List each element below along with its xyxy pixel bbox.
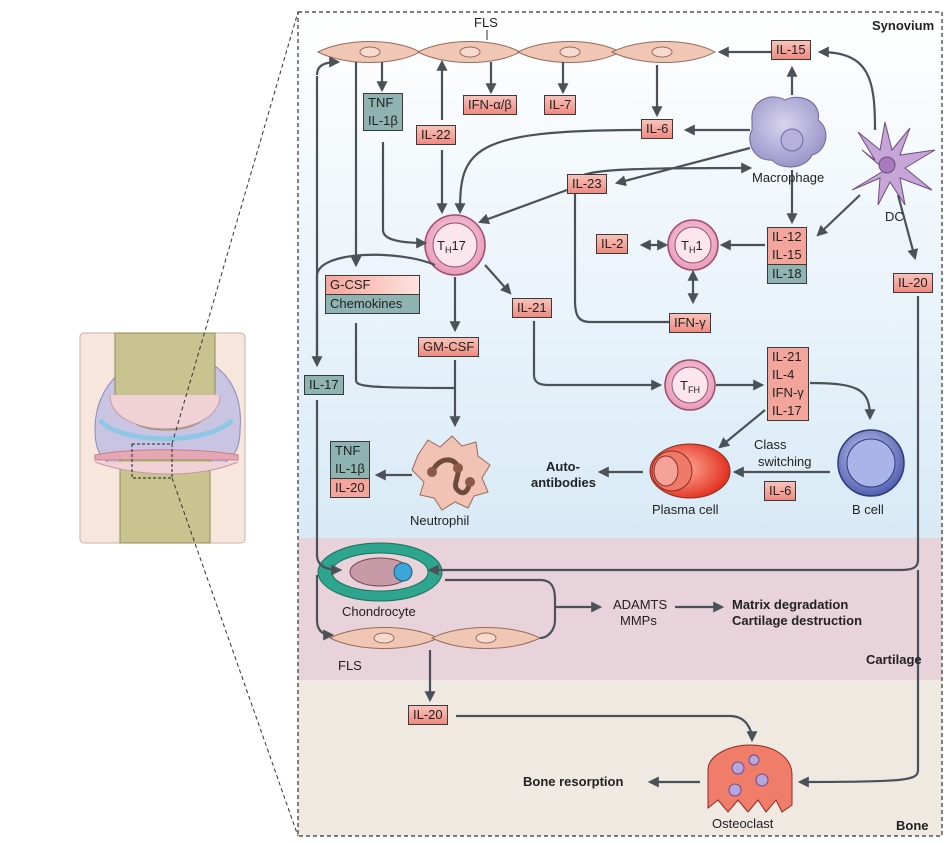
macrophage-label: Macrophage: [752, 170, 825, 185]
il22-box: IL-22: [416, 125, 456, 145]
mmps-label: MMPs: [620, 613, 657, 628]
chondrocyte-label: Chondrocyte: [342, 604, 416, 619]
tnf-il1b-box: TNF IL-1β: [363, 93, 403, 131]
cartilage-destruction-label: Cartilage destruction: [732, 613, 863, 628]
il7-box: IL-7: [544, 95, 577, 115]
bone-region: [298, 680, 942, 836]
th17-cell: [424, 214, 486, 276]
fls-top-cells: [316, 30, 717, 63]
plasma-cell: [649, 443, 731, 499]
tfh-cytokine-4: IL-17: [772, 403, 802, 418]
gmcsf-box: GM-CSF: [418, 337, 480, 357]
ifng-mid-box: IFN-γ: [669, 313, 711, 333]
tfh-cytokine-1: IL-21: [772, 349, 802, 364]
dc-cell: [851, 121, 936, 206]
gcsf-text: G-CSF: [326, 276, 419, 294]
il2-box: IL-2: [596, 234, 629, 254]
neutrophil-cell: [411, 435, 491, 511]
il18-text: IL-18: [768, 264, 806, 283]
adamts-label: ADAMTS: [613, 597, 668, 612]
tfh-label: TFH: [680, 378, 700, 395]
fls-top-label: FLS: [474, 15, 498, 30]
il6-top-box: IL-6: [641, 119, 674, 139]
plasma-cell-label: Plasma cell: [652, 502, 719, 517]
il17-left-box: IL-17: [304, 375, 344, 395]
synovium-label: Synovium: [872, 18, 935, 33]
cartilage-label: Cartilage: [866, 652, 922, 667]
osteoclast-label: Osteoclast: [712, 816, 774, 831]
macrophage-cell: [749, 96, 827, 168]
il12-text: IL-12: [768, 228, 806, 246]
tnf-text: TNF: [368, 95, 394, 110]
dc-label: DC: [885, 209, 904, 224]
il15-mid-text: IL-15: [768, 246, 806, 264]
il21-mid-box: IL-21: [512, 298, 552, 318]
autoantibodies-label-2: antibodies: [531, 475, 597, 490]
tfh-cytokine-list: IL-21 IL-4 IFN-γ IL-17: [767, 347, 809, 421]
matrix-degradation-label: Matrix degradation: [732, 597, 849, 612]
chemokines-text: Chemokines: [326, 294, 419, 313]
gcsf-chemokines-box: G-CSF Chemokines: [325, 275, 420, 314]
ifn-ab-box: IFN-α/β: [463, 95, 517, 115]
il1b-text: IL-1β: [368, 113, 398, 128]
th17-label: TH17: [437, 238, 466, 255]
il6-bottom-box: IL-6: [764, 481, 797, 501]
neutro-il1b-text: IL-1β: [331, 460, 369, 478]
fls-bottom-cells: [328, 627, 542, 649]
knee-illustration: [79, 11, 299, 837]
neutro-tnf-text: TNF: [331, 442, 369, 460]
b-cell-label: B cell: [852, 502, 884, 517]
bone-resorption-label: Bone resorption: [523, 774, 624, 789]
th1-cell: [667, 219, 719, 271]
chondrocyte-cell: [317, 542, 443, 602]
il20-right-box: IL-20: [893, 273, 933, 293]
autoantibodies-label-1: Auto-: [546, 459, 580, 474]
il20-bottom-box: IL-20: [408, 705, 448, 725]
osteoclast-cell: [707, 744, 793, 813]
neutrophil-label: Neutrophil: [410, 513, 470, 528]
neutrophil-cytokine-box: TNF IL-1β IL-20: [330, 441, 370, 498]
il12-il15-il18-box: IL-12 IL-15 IL-18: [767, 227, 807, 284]
il23-box: IL-23: [567, 174, 607, 194]
class-switching-label-1: Class: [754, 437, 787, 452]
b-cell: [837, 429, 905, 497]
zoom-frame: [297, 11, 943, 837]
bone-label: Bone: [896, 818, 929, 833]
tfh-cytokine-2: IL-4: [772, 367, 795, 382]
neutro-il20-text: IL-20: [331, 478, 369, 497]
th1-label: TH1: [681, 238, 703, 255]
class-switching-label-2: switching: [758, 454, 812, 469]
il15-top-box: IL-15: [771, 40, 811, 60]
fls-bottom-label: FLS: [338, 658, 362, 673]
tfh-cytokine-3: IFN-γ: [772, 385, 804, 400]
tfh-cell: [664, 359, 716, 411]
